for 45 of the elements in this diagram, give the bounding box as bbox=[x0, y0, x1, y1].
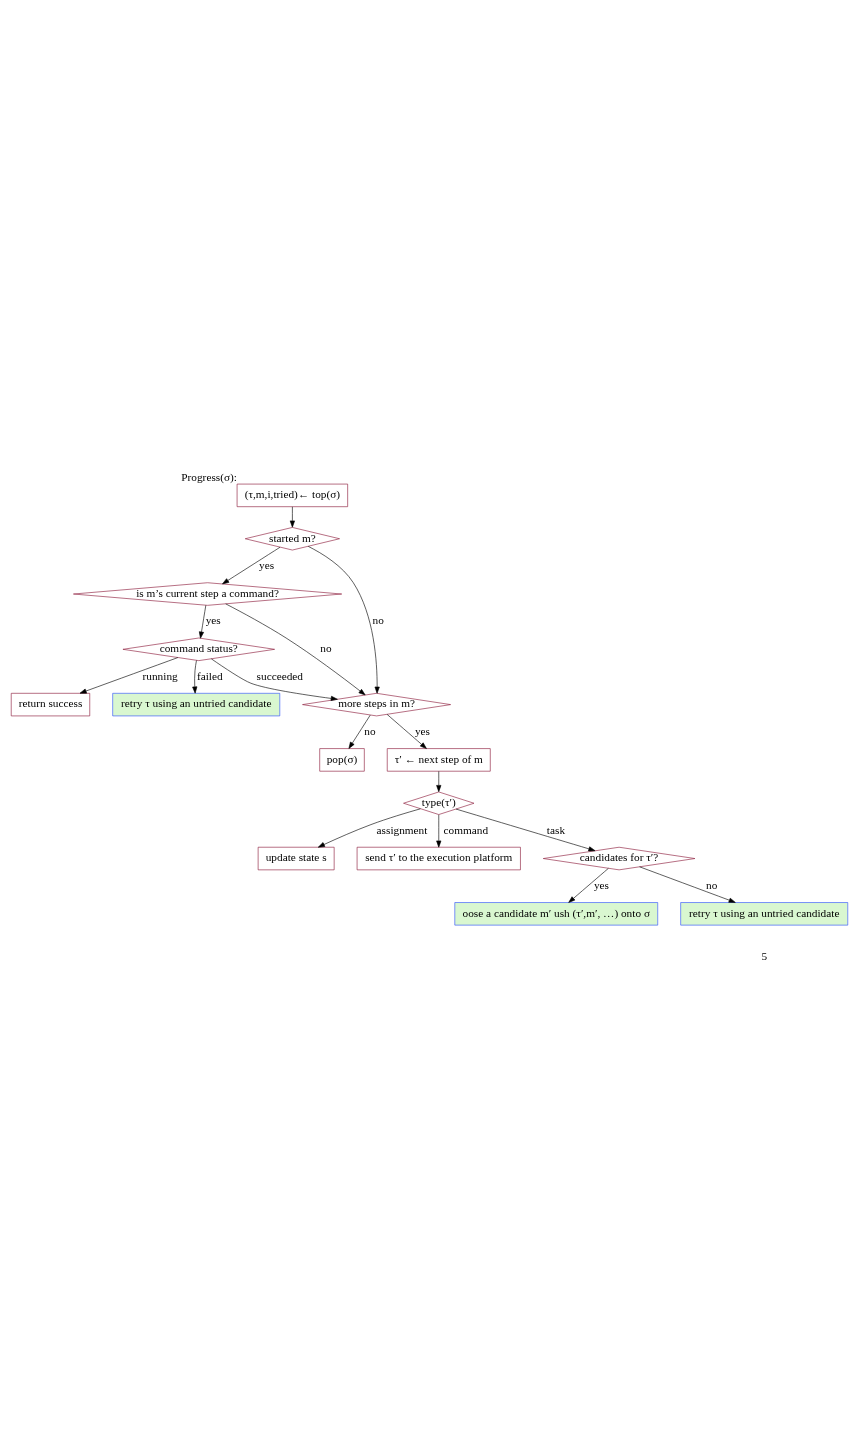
label: 5 bbox=[761, 949, 768, 962]
edge-label: yes bbox=[414, 725, 430, 738]
node-box: retry τ using an untried candidate bbox=[112, 693, 281, 717]
arrow bbox=[639, 866, 736, 903]
arrow bbox=[568, 868, 609, 903]
arrow bbox=[307, 546, 380, 694]
arrow bbox=[386, 714, 427, 749]
edge-label: command bbox=[443, 823, 489, 836]
arrow bbox=[222, 546, 281, 585]
arrow bbox=[192, 660, 198, 694]
edge-label: no bbox=[364, 725, 376, 738]
edge-label: yes bbox=[205, 614, 221, 627]
edge-label: no bbox=[372, 614, 384, 627]
edge-label: task bbox=[546, 823, 566, 836]
arrow bbox=[348, 714, 371, 749]
node-box: (τ,m,i,tried)← top(σ) bbox=[236, 483, 348, 507]
edge-label: yes bbox=[259, 559, 275, 572]
arrow bbox=[225, 603, 366, 696]
edge-label: yes bbox=[593, 878, 610, 891]
arrow bbox=[289, 506, 295, 528]
arrow bbox=[79, 657, 179, 694]
arrow bbox=[436, 771, 442, 792]
edge-label: no bbox=[706, 878, 718, 891]
arrow bbox=[436, 814, 442, 848]
node-diamond: type(τ′) bbox=[403, 791, 475, 815]
node-box: send τ′ to the execution platform bbox=[356, 846, 521, 871]
node-diamond: command status? bbox=[122, 637, 275, 661]
arrow bbox=[317, 808, 421, 848]
node-box: pop(σ) bbox=[319, 748, 365, 772]
node-diamond: is m’s current step a command? bbox=[73, 582, 342, 606]
node-box: τ′ ← next step of m bbox=[386, 748, 491, 772]
node-box: retry τ using an untried candidate bbox=[680, 902, 849, 926]
arrow bbox=[211, 658, 338, 701]
edge-label: succeeded bbox=[256, 669, 304, 682]
arrow bbox=[455, 808, 596, 852]
node-box: oose a candidate m′ ush (τ′,m′, …) onto σ bbox=[454, 902, 659, 926]
edge-label: running bbox=[142, 669, 178, 682]
node-box: return success bbox=[10, 693, 91, 717]
edge-label: failed bbox=[196, 669, 223, 682]
node-box: update state s bbox=[257, 846, 335, 871]
node-label: Progress(σ): bbox=[181, 470, 237, 483]
arrow bbox=[199, 605, 207, 639]
node-diamond: started m? bbox=[244, 527, 340, 551]
edge-label: assignment bbox=[376, 823, 428, 836]
edge-label: no bbox=[320, 642, 332, 655]
